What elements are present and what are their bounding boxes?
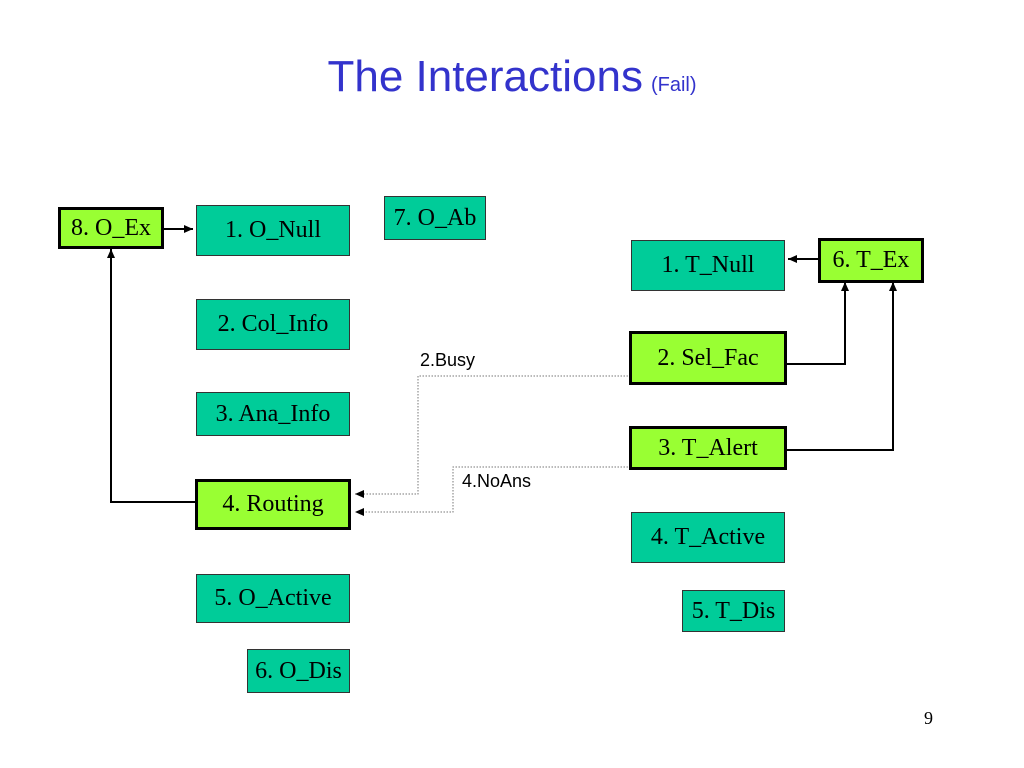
arrow-talert-to-tex (785, 282, 897, 451)
state-o-ab: 7. O_Ab (384, 196, 486, 240)
title-subtitle: (Fail) (650, 74, 697, 96)
state-t-active: 4. T_Active (631, 512, 785, 563)
edge-label-noans: 4.NoAns (462, 471, 532, 491)
state-routing: 4. Routing (195, 479, 351, 530)
slide-title: The Interactions (Fail) (0, 52, 1024, 102)
state-t-ex: 6. T_Ex (818, 238, 924, 283)
state-sel-fac: 2. Sel_Fac (629, 331, 787, 385)
state-o-active: 5. O_Active (196, 574, 350, 623)
edge-label-busy: 2.Busy (420, 350, 476, 370)
state-ana-info: 3. Ana_Info (196, 392, 350, 436)
page-number: 9 (924, 708, 933, 728)
state-o-ex: 8. O_Ex (58, 207, 164, 249)
arrow-routing-to-oex (107, 249, 196, 503)
arrow-busy (355, 375, 631, 498)
title-main: The Interactions (327, 52, 643, 101)
state-t-alert: 3. T_Alert (629, 426, 787, 470)
arrow-selfac-to-tex (785, 282, 849, 365)
state-col-info: 2. Col_Info (196, 299, 350, 350)
state-t-null: 1. T_Null (631, 240, 785, 291)
state-o-null: 1. O_Null (196, 205, 350, 256)
state-t-dis: 5. T_Dis (682, 590, 785, 632)
state-o-dis: 6. O_Dis (247, 649, 350, 693)
